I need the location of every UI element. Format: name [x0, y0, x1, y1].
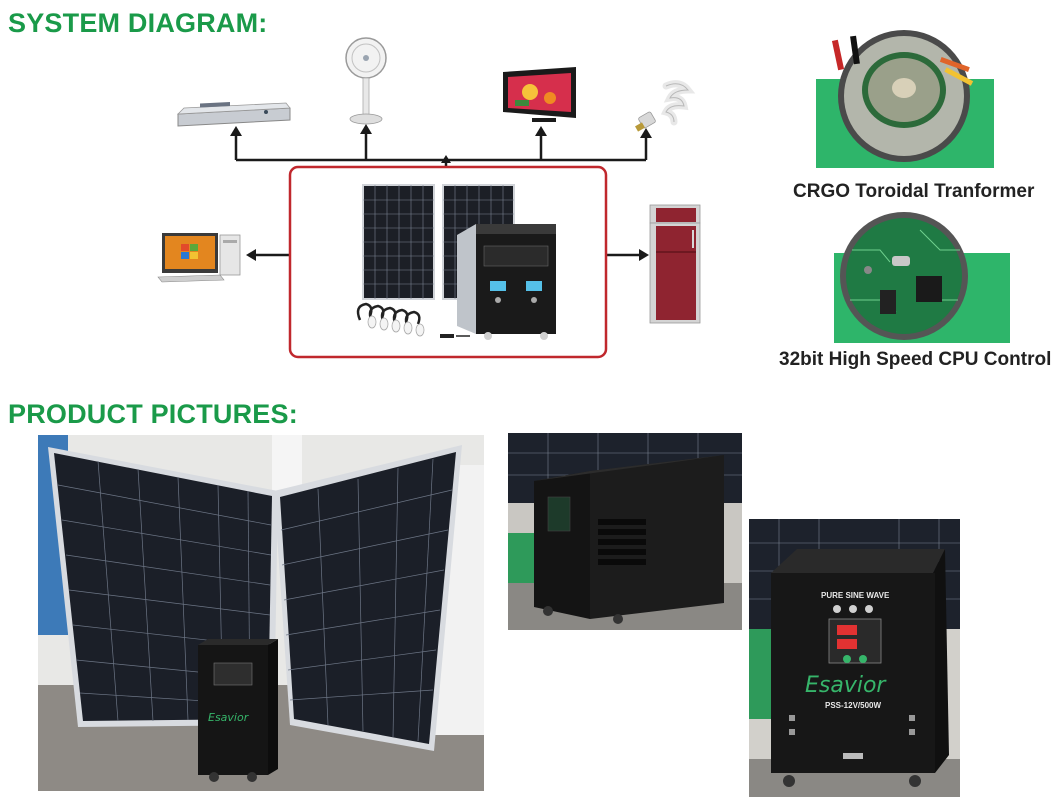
tv-icon — [503, 67, 576, 122]
product-photo-side — [508, 433, 742, 630]
cpu-caption: 32bit High Speed CPU Control — [779, 349, 1052, 370]
cfl-bulb-icon — [635, 80, 696, 132]
system-diagram-heading: SYSTEM DIAGRAM: — [8, 8, 268, 38]
product-photo-front: PURE SINE WAVE Esavior PSS-12V/500W — [749, 519, 960, 797]
brand-logo-small: Esavior — [208, 711, 249, 724]
side-photo-art — [508, 433, 742, 630]
transformer-caption: CRGO Toroidal Tranformer — [793, 181, 1035, 202]
dvd-player-icon — [176, 101, 291, 127]
lamp-set-icon — [356, 302, 470, 338]
model-label: PSS-12V/500W — [825, 701, 882, 710]
front-photo-art — [749, 519, 960, 797]
inverter-icon — [457, 224, 556, 340]
system-diagram — [157, 30, 1010, 359]
fan-icon — [345, 37, 387, 125]
product-photo-panels: Esavior — [38, 435, 484, 791]
front-panel-label: PURE SINE WAVE — [821, 591, 890, 600]
refrigerator-icon — [649, 204, 701, 324]
connection-lines — [234, 130, 648, 257]
computer-icon — [157, 233, 241, 283]
toroidal-transformer-icon — [816, 30, 994, 168]
cpu-board-icon — [834, 212, 1010, 343]
brand-logo: Esavior — [805, 673, 886, 698]
arrowheads — [230, 124, 652, 261]
product-pictures-heading: PRODUCT PICTURES: — [8, 399, 298, 429]
panels-photo-art — [38, 435, 484, 791]
